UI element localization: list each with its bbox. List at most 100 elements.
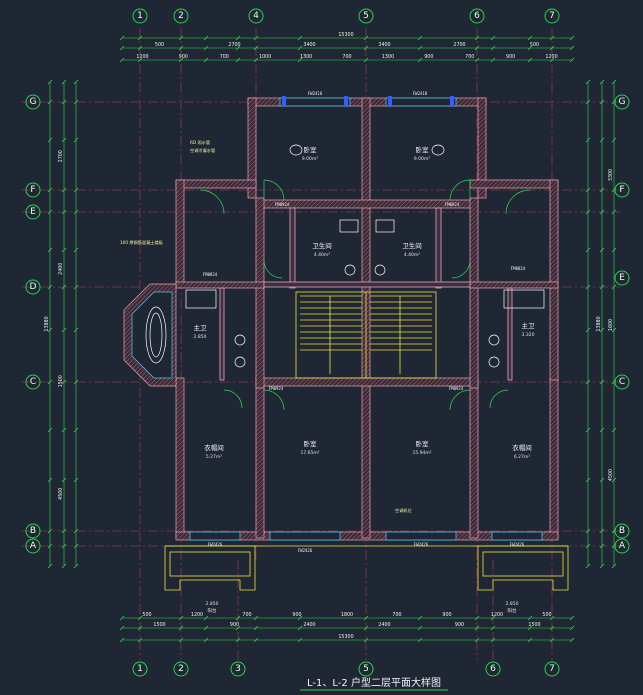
dim-top-row1-2: 3400 (303, 42, 315, 48)
dim-bottom-row2-3: 900 (292, 612, 301, 618)
dim-top-row2-3: 1000 (259, 54, 271, 60)
exterior-walls (175, 97, 559, 541)
axis-bubble-right-F: F (614, 182, 630, 198)
svg-text:F: F (30, 185, 35, 195)
axis-bubble-top-1: 1 (132, 8, 148, 24)
room-labels: 卧室 9.00m² 卧室 9.00m² 卫生间 4.40m² 卫生间 4.40m… (194, 145, 536, 614)
dim-top-row1-3: 3400 (378, 42, 390, 48)
doors (199, 179, 531, 411)
dim-bottom-row1-1: 900 (230, 622, 239, 628)
room-name: 卧室 (304, 439, 318, 448)
axis-bubble-top-7: 7 (544, 8, 560, 24)
room-area: 4.40m² (314, 252, 330, 258)
door-code: FM0924 (269, 386, 284, 391)
dim-top-row1-0: 500 (155, 42, 164, 48)
room-name: 衣帽间 (204, 443, 224, 452)
svg-text:C: C (619, 377, 625, 387)
axis-bubble-top-6: 6 (469, 8, 485, 24)
windows (189, 96, 543, 541)
dim-left-1: 2400 (58, 263, 64, 275)
svg-text:E: E (30, 207, 36, 217)
room-area: 5.27m² (206, 454, 222, 460)
room-area: 6.27m² (514, 454, 530, 460)
annotations: RD 雨水管 空调冷凝水管 100 厚钢筋混凝土楼板 空调机位 (120, 139, 412, 514)
axis-bubble-right-C: C (614, 374, 630, 390)
axis-bubble-bottom-2: 2 (173, 661, 189, 677)
note-downpipe: RD 雨水管 (190, 139, 210, 146)
axis-bubble-left-C: C (25, 374, 41, 390)
svg-text:B: B (619, 526, 625, 536)
svg-text:E: E (619, 273, 625, 283)
axis-bubble-right-A: A (614, 538, 630, 554)
axis-bubble-left-E: E (25, 204, 41, 220)
svg-text:1: 1 (137, 11, 143, 21)
window-code: FW2418 (308, 91, 323, 96)
room-name: 阳台 (508, 607, 517, 614)
axis-bubble-bottom-5: 5 (358, 661, 374, 677)
door-code: FM0924 (445, 202, 460, 207)
dim-bottom-row1-3: 2400 (378, 622, 390, 628)
svg-text:B: B (30, 526, 36, 536)
room-name: 卧室 (416, 439, 430, 448)
dim-bottom-row1-2: 2400 (303, 622, 315, 628)
left-axis-bubbles: G F E D C B A (25, 94, 41, 554)
svg-text:C: C (30, 377, 36, 387)
svg-text:7: 7 (549, 664, 555, 674)
window-code: FW2418 (413, 91, 428, 96)
svg-text:6: 6 (474, 11, 480, 21)
room-area: 4.40m² (404, 252, 420, 258)
axis-bubble-bottom-7: 7 (544, 661, 560, 677)
dimension-lines (47, 35, 617, 643)
axis-bubble-top-4: 4 (248, 8, 264, 24)
dim-bottom-row1-0: 1500 (153, 622, 165, 628)
dim-top-row2-5: 700 (342, 54, 351, 60)
drawing-title: L-1、L-2 户型二层平面大样图 (307, 676, 441, 689)
dim-right-0: 3300 (608, 169, 614, 181)
dim-top-row1-5: 500 (530, 42, 539, 48)
room-name: 主卫 (522, 321, 536, 330)
svg-text:G: G (30, 97, 37, 107)
dim-bottom-row1-4: 900 (455, 622, 464, 628)
axis-bubble-right-G: G (614, 94, 630, 110)
svg-text:G: G (619, 97, 626, 107)
svg-text:6: 6 (490, 664, 496, 674)
dim-top-row2-8: 700 (465, 54, 474, 60)
note-ac: 空调机位 (395, 507, 412, 514)
bay-window (123, 283, 177, 387)
svg-text:1: 1 (137, 664, 143, 674)
room-name: 主卫 (194, 323, 208, 332)
axis-bubble-top-2: 2 (173, 8, 189, 24)
opening-codes: FW2418 FW2418 FW2426 FW2426 FW2426 FW242… (203, 91, 526, 553)
dim-bottom-row2-8: 500 (542, 612, 551, 618)
door-code: FM0924 (449, 386, 464, 391)
dim-bottom-row1-5: 1500 (528, 622, 540, 628)
dim-top-row2-10: 1200 (545, 54, 557, 60)
room-name: 卧室 (304, 145, 318, 154)
top-total-dimension: 15300 (338, 32, 353, 38)
room-area: 2.850 (206, 601, 219, 607)
window-top-left (279, 97, 351, 107)
window-code: FW2426 (208, 542, 223, 547)
axis-bubble-right-B: B (614, 523, 630, 539)
axis-bubble-bottom-1: 1 (132, 661, 148, 677)
svg-text:5: 5 (363, 11, 369, 21)
door-code: FM0824 (203, 272, 218, 277)
room-name: 卧室 (416, 145, 430, 154)
axis-bubble-left-G: G (25, 94, 41, 110)
axis-bubble-left-A: A (25, 538, 41, 554)
svg-text:3: 3 (235, 664, 241, 674)
dim-bottom-row2-6: 900 (442, 612, 451, 618)
bathroom-fixtures (185, 144, 545, 368)
axis-bubble-bottom-6: 6 (485, 661, 501, 677)
axis-bubble-left-B: B (25, 523, 41, 539)
svg-text:A: A (619, 541, 626, 551)
axis-bubble-left-D: D (25, 279, 41, 295)
dim-top-row2-1: 900 (179, 54, 188, 60)
axis-bubble-right-E: E (614, 270, 630, 286)
svg-text:F: F (619, 185, 624, 195)
room-name: 阳台 (208, 607, 217, 614)
window-bottom-mid-left (269, 531, 341, 541)
dim-bottom-row2-1: 1200 (191, 612, 203, 618)
